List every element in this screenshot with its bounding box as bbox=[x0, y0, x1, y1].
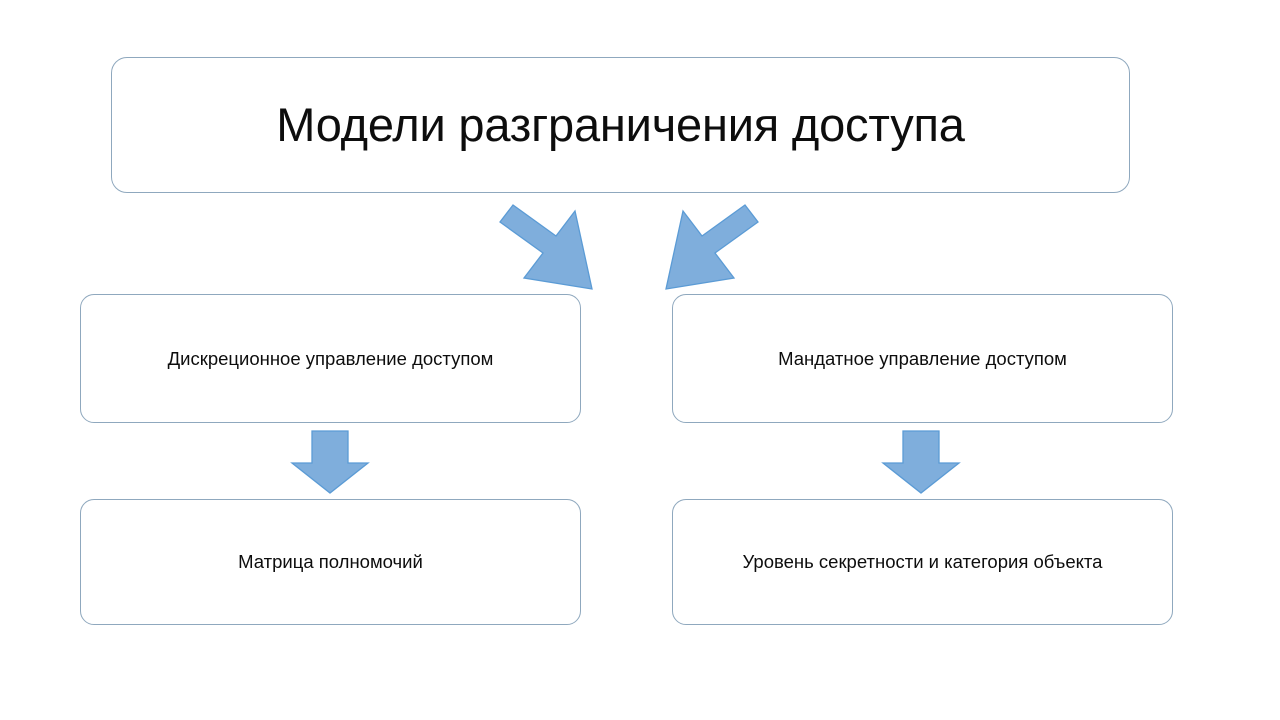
arrow-title-to-mac-icon bbox=[665, 204, 759, 290]
node-mac-label: Мандатное управление доступом bbox=[778, 347, 1067, 369]
arrow-dac-to-matrix-icon bbox=[290, 430, 370, 494]
node-mandatory-access-control: Мандатное управление доступом bbox=[672, 294, 1173, 423]
node-permission-matrix: Матрица полномочий bbox=[80, 499, 581, 625]
arrow-mac-to-levels-icon bbox=[881, 430, 961, 494]
node-matrix-label: Матрица полномочий bbox=[238, 551, 423, 573]
node-title-access-control-models: Модели разграничения доступа bbox=[111, 57, 1130, 193]
node-levels-label: Уровень секретности и категория объекта bbox=[742, 551, 1103, 573]
node-secrecy-level-and-object-category: Уровень секретности и категория объекта bbox=[672, 499, 1173, 625]
node-title-label: Модели разграничения доступа bbox=[276, 97, 965, 151]
arrow-title-to-dac-icon bbox=[499, 204, 593, 290]
node-dac-label: Дискреционное управление доступом bbox=[167, 347, 494, 369]
node-discretionary-access-control: Дискреционное управление доступом bbox=[80, 294, 581, 423]
